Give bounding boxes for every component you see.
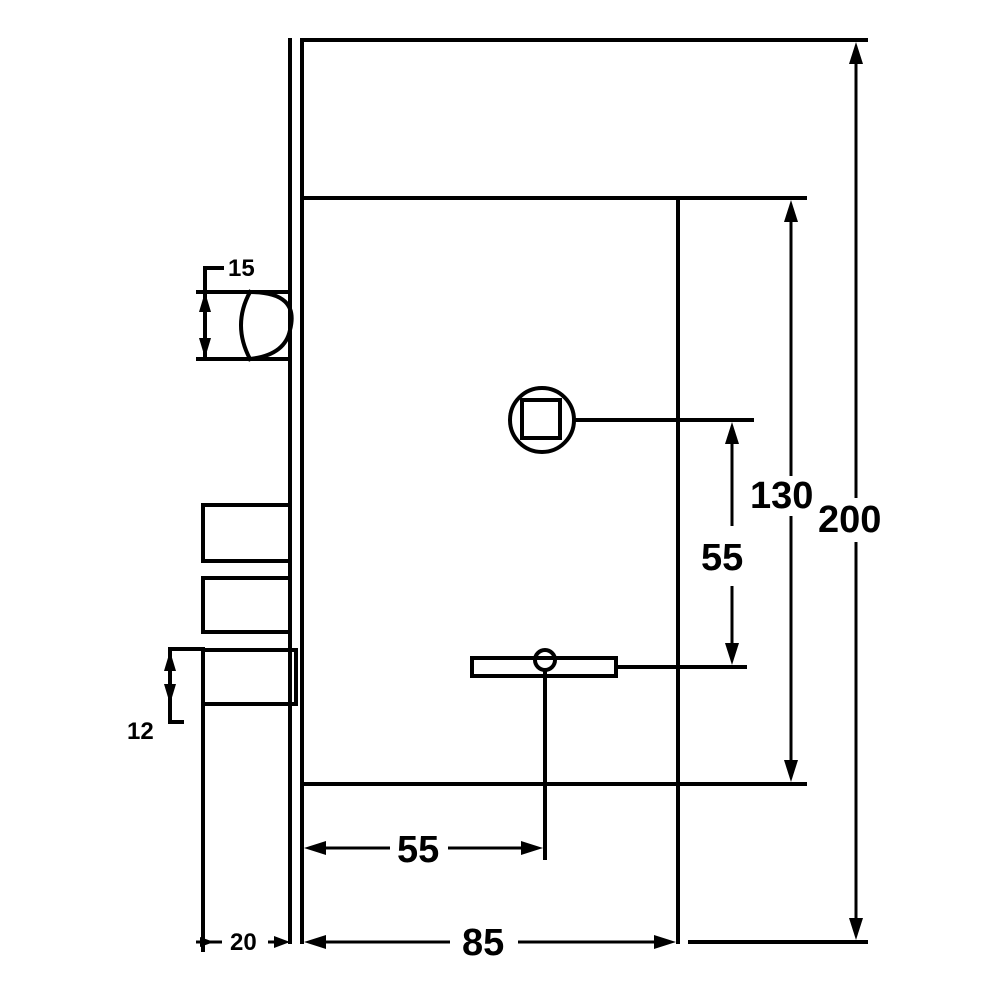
dim-label-15: 15 [228, 255, 255, 282]
dim-label-20: 20 [230, 929, 257, 956]
dim-label-130: 130 [750, 475, 813, 517]
dead-bolt-lower [201, 648, 298, 706]
dimension-faceplate: 20 [196, 702, 290, 956]
spindle-hole [508, 386, 754, 454]
dim-label-200: 200 [818, 499, 881, 541]
dimension-bolt-height: 12 [127, 647, 205, 745]
dimension-total-height: 200 [688, 42, 890, 944]
dimension-case-depth: 85 [304, 922, 676, 964]
dim-label-85: 85 [462, 922, 504, 964]
dim-label-55-vertical: 55 [701, 537, 743, 579]
dead-bolt-upper [201, 503, 292, 563]
lock-case [300, 196, 807, 944]
dimension-backset: 55 [304, 829, 543, 871]
dim-label-12: 12 [127, 718, 154, 745]
faceplate [288, 38, 304, 944]
dimension-latch-height: 15 [199, 255, 255, 358]
dimension-spindle-keyhole: 55 [701, 422, 743, 665]
dead-bolts [201, 503, 298, 706]
dim-label-55-horizontal: 55 [397, 829, 439, 871]
dead-bolt-middle [201, 576, 292, 634]
keyhole [470, 648, 747, 860]
latch-bolt [196, 289, 294, 362]
dimension-case-height: 130 [748, 200, 816, 782]
